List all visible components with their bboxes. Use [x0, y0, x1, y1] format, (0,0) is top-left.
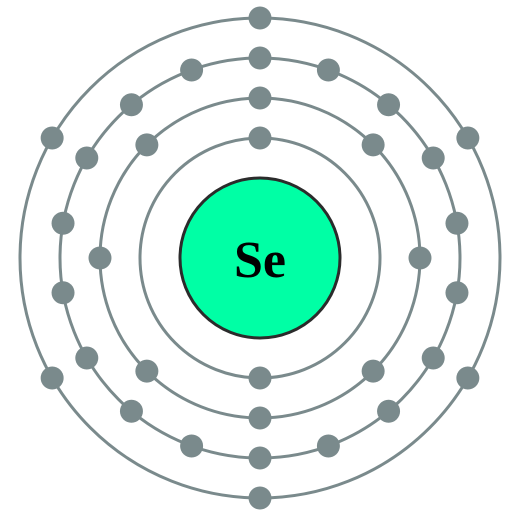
electron	[456, 366, 480, 390]
electron	[421, 346, 445, 370]
electron	[248, 6, 272, 30]
electron	[456, 126, 480, 150]
electron	[421, 146, 445, 170]
electron	[88, 246, 112, 270]
electron	[248, 486, 272, 510]
electron	[445, 281, 469, 305]
electron	[248, 46, 272, 70]
electron	[180, 58, 204, 82]
electron	[445, 211, 469, 235]
electron	[248, 446, 272, 470]
electron	[248, 86, 272, 110]
electron	[316, 58, 340, 82]
electron	[135, 133, 159, 157]
electron	[377, 93, 401, 117]
electron	[180, 434, 204, 458]
electron	[361, 133, 385, 157]
electron	[248, 406, 272, 430]
electron	[75, 146, 99, 170]
electron	[75, 346, 99, 370]
electron	[377, 399, 401, 423]
electron	[408, 246, 432, 270]
electron	[248, 126, 272, 150]
electron	[51, 281, 75, 305]
electron	[316, 434, 340, 458]
electrons	[40, 6, 480, 510]
electron	[119, 399, 143, 423]
electron	[40, 126, 64, 150]
electron	[119, 93, 143, 117]
electron	[51, 211, 75, 235]
electron	[248, 366, 272, 390]
nucleus	[178, 176, 342, 340]
electron	[135, 359, 159, 383]
element-symbol: Se	[234, 232, 286, 289]
electron	[361, 359, 385, 383]
electron	[40, 366, 64, 390]
